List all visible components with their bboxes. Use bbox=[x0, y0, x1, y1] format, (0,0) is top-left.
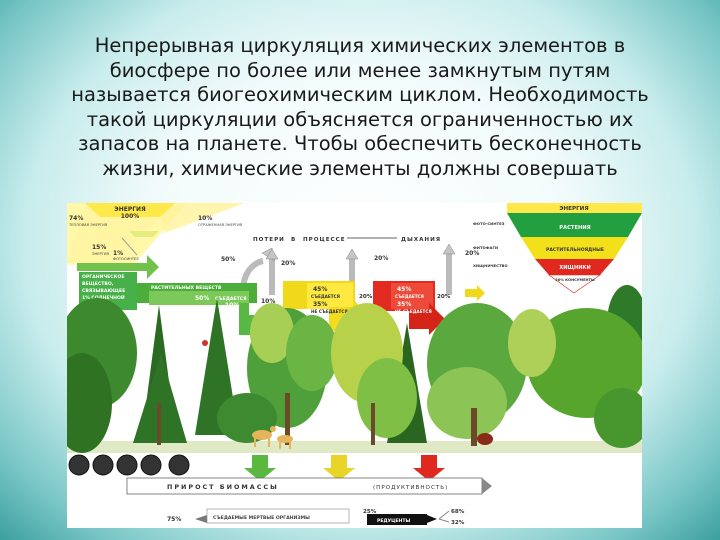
ground-strip bbox=[67, 441, 642, 453]
svg-text:45%: 45% bbox=[313, 286, 327, 293]
svg-text:ДЫХАНИЯ: ДЫХАНИЯ bbox=[401, 237, 441, 243]
pyramid-left-3: ХИЩНИЧЕСТВО bbox=[473, 263, 508, 268]
sun-badge: ЭНЕРГИЯ 100% bbox=[85, 203, 175, 220]
text-line-3: называется биогеохимическим циклом. Необ… bbox=[71, 83, 649, 107]
text-line-1: Непрерывная циркуляция химических элемен… bbox=[94, 34, 626, 57]
svg-text:1% СОЛНЕЧНОЙ: 1% СОЛНЕЧНОЙ bbox=[82, 293, 125, 301]
sun-rays bbox=[67, 203, 245, 265]
svg-text:РАСТИТЕЛЬНЫХ ВЕЩЕСТВ: РАСТИТЕЛЬНЫХ ВЕЩЕСТВ bbox=[151, 285, 222, 291]
svg-text:ПРИРОСТ БИОМАССЫ: ПРИРОСТ БИОМАССЫ bbox=[167, 483, 279, 491]
svg-text:ОРГАНИЧЕСКОЕ: ОРГАНИЧЕСКОЕ bbox=[82, 274, 124, 280]
svg-text:50%: 50% bbox=[195, 295, 209, 302]
svg-text:32%: 32% bbox=[451, 520, 465, 526]
thin-ray-arrow bbox=[129, 231, 159, 237]
svg-text:35%: 35% bbox=[397, 301, 411, 308]
losses-header: ПОТЕРИ В ПРОЦЕССЕ ДЫХАНИЯ bbox=[253, 237, 441, 243]
text-line-4: такой циркуляции объясняется ограниченно… bbox=[86, 107, 634, 131]
sun-title: ЭНЕРГИЯ bbox=[114, 206, 146, 213]
svg-text:СЪЕДАЕТСЯ: СЪЕДАЕТСЯ bbox=[311, 294, 340, 299]
slide-text: Непрерывная циркуляция химических элемен… bbox=[40, 34, 680, 182]
svg-text:(ПРОДУКТИВНОСТЬ): (ПРОДУКТИВНОСТЬ) bbox=[373, 485, 448, 491]
svg-text:35%: 35% bbox=[313, 301, 327, 308]
resp-20-a: 20% bbox=[281, 260, 295, 267]
svg-text:ВЕЩЕСТВО,: ВЕЩЕСТВО, bbox=[82, 281, 114, 287]
svg-text:НЕ СЪЕДАЕТСЯ: НЕ СЪЕДАЕТСЯ bbox=[311, 309, 348, 314]
energy-pyramid: ЭНЕРГИЯ РАСТЕНИЯ РАСТИТЕЛЬНОЯДНЫЕ ХИЩНИК… bbox=[473, 203, 642, 294]
label-10: 10% bbox=[198, 215, 212, 222]
label-74: 74% bbox=[69, 215, 83, 222]
green-flow: РАСТИТЕЛЬНЫХ ВЕЩЕСТВ 50% СЪЕДАЕТСЯ 10% 1… bbox=[137, 283, 279, 343]
svg-text:25%: 25% bbox=[363, 509, 377, 515]
svg-text:РЕДУЦЕНТЫ: РЕДУЦЕНТЫ bbox=[377, 518, 411, 524]
energy-arrow bbox=[77, 255, 159, 279]
biogeochemical-cycle-diagram: ЭНЕРГИЯ 100% 74% ТЕПЛОВАЯ ЭНЕРГИЯ 10% ОТ… bbox=[67, 203, 642, 528]
svg-text:20%: 20% bbox=[437, 294, 451, 300]
flow-left-percent: 10% bbox=[261, 298, 275, 305]
svg-text:68%: 68% bbox=[451, 509, 465, 515]
resp-20-b: 20% bbox=[374, 255, 388, 262]
text-line-5: запасов на планете. Чтобы обеспечить бес… bbox=[78, 132, 642, 156]
svg-text:СВЯЗЫВАЮЩЕЕ: СВЯЗЫВАЮЩЕЕ bbox=[82, 288, 125, 294]
svg-text:45%: 45% bbox=[397, 286, 411, 293]
text-line-6: жизни, химические элементы должны соверш… bbox=[102, 156, 618, 180]
sun-value: 100% bbox=[121, 213, 140, 220]
svg-text:ПОТЕРИ: ПОТЕРИ bbox=[253, 237, 285, 243]
pyramid-left-1: ФОТО-СИНТЕЗ bbox=[473, 221, 505, 226]
pyramid-level-1: РАСТЕНИЯ bbox=[559, 225, 590, 231]
biomass-bar: ПРИРОСТ БИОМАССЫ (ПРОДУКТИВНОСТЬ) bbox=[126, 477, 492, 495]
pyramid-level-3: ХИЩНИКИ bbox=[559, 265, 590, 271]
label-1-note: ФОТОСИНТЕЗ bbox=[113, 257, 139, 261]
label-1: 1% bbox=[113, 250, 123, 257]
soil-circles bbox=[68, 454, 190, 476]
svg-text:НЕ СЪЕДАЕТСЯ: НЕ СЪЕДАЕТСЯ bbox=[395, 309, 432, 314]
label-74-note: ТЕПЛОВАЯ ЭНЕРГИЯ bbox=[68, 223, 108, 227]
label-10-note: ОТРАЖЕННАЯ ЭНЕРГИЯ bbox=[198, 223, 243, 227]
forest-illustration bbox=[67, 285, 642, 453]
svg-text:75%: 75% bbox=[167, 516, 181, 523]
pyramid-level-2: РАСТИТЕЛЬНОЯДНЫЕ bbox=[546, 247, 604, 253]
decomposition-row: 75% СЪЕДАЕМЫЕ МЕРТВЫЕ ОРГАНИЗМЫ 25% РЕДУ… bbox=[167, 508, 465, 526]
svg-text:СЪЕДАЕТСЯ: СЪЕДАЕТСЯ bbox=[395, 294, 424, 299]
label-15-note: ЭНЕРГИЯ bbox=[92, 252, 110, 256]
biomass-arrows bbox=[244, 455, 445, 481]
text-line-2: биосфере по более или менее замкнутым пу… bbox=[109, 58, 611, 82]
svg-text:В: В bbox=[291, 237, 295, 243]
pyramid-title: ЭНЕРГИЯ bbox=[559, 206, 588, 212]
red-flow: 45% СЪЕДАЕТСЯ 35% НЕ СЪЕДАЕТСЯ 20% bbox=[373, 281, 451, 335]
svg-text:СЪЕДАЕТСЯ: СЪЕДАЕТСЯ bbox=[215, 296, 247, 302]
pyramid-left-2: ФИТОФАГИ bbox=[473, 245, 498, 250]
resp-50: 50% bbox=[221, 256, 235, 263]
svg-text:10%: 10% bbox=[225, 302, 239, 309]
svg-text:ПРОЦЕССЕ: ПРОЦЕССЕ bbox=[303, 237, 346, 243]
svg-text:20%: 20% bbox=[359, 294, 373, 300]
pyramid-level-4: 20% КОНСУМЕНТЫ bbox=[555, 278, 595, 282]
svg-text:СЪЕДАЕМЫЕ МЕРТВЫЕ ОРГАНИЗМЫ: СЪЕДАЕМЫЕ МЕРТВЫЕ ОРГАНИЗМЫ bbox=[213, 515, 310, 521]
resp-20-c: 20% bbox=[465, 250, 479, 257]
label-15: 15% bbox=[92, 244, 106, 251]
